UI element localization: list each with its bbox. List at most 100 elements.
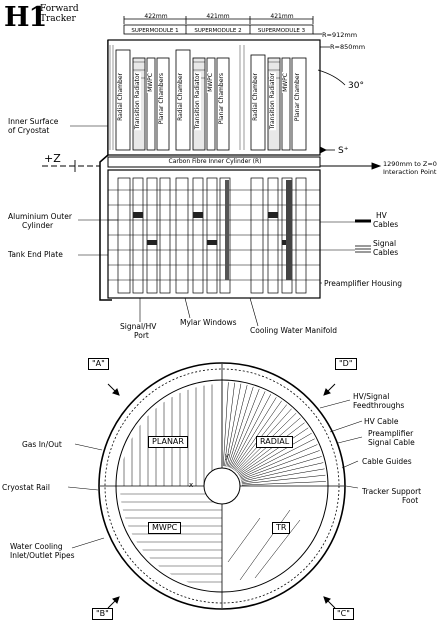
radial-spoke — [241, 456, 322, 481]
title-sub: Forward Tracker — [40, 4, 79, 24]
supermodule-1: SUPERMODULE 1 — [131, 28, 179, 34]
radial-spoke — [241, 462, 324, 482]
radial-spoke — [240, 450, 320, 480]
cross-leader-lines — [67, 399, 363, 549]
cable-symbols — [355, 219, 371, 253]
water-cooling-l2: Inlet/Outlet Pipes — [10, 551, 75, 560]
axis-x-label: x — [189, 481, 194, 489]
title-tracker: Tracker — [40, 14, 76, 24]
corner-c: "C" — [333, 608, 354, 620]
signal-hv-port-l1: Signal/HV — [120, 322, 157, 331]
radial-spoke — [241, 474, 326, 485]
dim-2: 421mm — [206, 13, 230, 20]
radial-spoke — [230, 391, 266, 468]
radial-spoke — [233, 400, 282, 470]
s-plus-label: S⁺ — [338, 146, 349, 156]
radial-spoke — [241, 468, 325, 483]
hv-signal-l2: Feedthroughs — [353, 401, 405, 410]
corner-arrows — [107, 383, 336, 609]
supermodule-3: SUPERMODULE 3 — [257, 28, 306, 34]
chamber-label-1: Radial Chamber — [117, 72, 124, 122]
radial-spoke — [231, 394, 272, 469]
interaction-note-2: Interaction Point — [383, 168, 437, 176]
cross-section-view — [67, 362, 363, 610]
chamber-label-10: Transition Radiator — [269, 72, 276, 131]
z-axis — [42, 160, 382, 172]
chamber-label-7: MWPC — [207, 72, 214, 93]
radial-spoke — [232, 397, 277, 470]
chamber-hatching — [109, 45, 280, 150]
cryostat-rail: Cryostat Rail — [2, 483, 50, 492]
radial-spoke — [239, 433, 312, 477]
radial-spoke — [222, 382, 229, 467]
radial-spoke — [240, 444, 318, 479]
corner-a: "A" — [88, 358, 109, 370]
radial-spoke — [227, 386, 254, 468]
inner-surface-l1: Inner Surface — [8, 117, 59, 126]
dim-3: 421mm — [270, 13, 294, 20]
z-plus-label: +Z — [44, 152, 61, 165]
radial-spoke — [239, 438, 315, 478]
radial-spoke — [241, 481, 326, 486]
radial-label: RADIAL — [256, 436, 294, 448]
radial-spoke — [224, 382, 235, 467]
hv-cables-l2: Cables — [373, 220, 399, 229]
radius-outer: R=912mm — [322, 31, 358, 39]
dim-1: 422mm — [144, 13, 168, 20]
tr-label: TR — [272, 522, 291, 534]
lower-region-detail — [117, 177, 307, 294]
radial-spoke — [238, 427, 309, 476]
tr-quadrant — [227, 509, 301, 581]
tank-end-plate: Tank End Plate — [8, 250, 63, 259]
radial-spoke — [226, 385, 248, 467]
radial-spoke — [228, 388, 260, 468]
gas-in-out: Gas In/Out — [22, 440, 62, 449]
aluminium-l1: Aluminium Outer — [8, 212, 72, 221]
chamber-label-8: Planar Chambers — [218, 72, 225, 126]
mwpc-label: MWPC — [148, 522, 182, 534]
leader-lines — [70, 125, 355, 327]
dark-blocks — [133, 180, 292, 280]
cable-guides: Cable Guides — [362, 457, 412, 466]
preamp-housing: Preamplifier Housing — [324, 279, 403, 288]
radial-spoke — [237, 422, 305, 475]
axis-y-label: y — [225, 452, 230, 460]
lower-region-cross-lines — [108, 189, 320, 281]
signal-cables-l1: Signal — [373, 239, 397, 248]
carbon-cylinder-label: Carbon Fibre Inner Cylinder (R) — [168, 158, 262, 165]
aluminium-l2: Cylinder — [22, 221, 54, 230]
mylar-windows: Mylar Windows — [180, 318, 237, 327]
planar-label: PLANAR — [148, 436, 188, 448]
preamp-signal-l1: Preamplifier — [368, 429, 414, 438]
chamber-blocks — [115, 49, 307, 151]
chamber-label-5: Radial Chamber — [177, 72, 184, 122]
beam-pipe — [203, 467, 241, 505]
title-h1: H1 — [4, 2, 47, 33]
water-cooling-l1: Water Cooling — [10, 542, 63, 551]
hv-signal-l1: HV/Signal — [353, 392, 390, 401]
chamber-label-6: Transition Radiator — [194, 72, 201, 131]
cooling-manifold: Cooling Water Manifold — [250, 326, 338, 335]
angle-label: 30° — [348, 81, 364, 91]
tracker-support-l1: Tracker Support — [362, 487, 422, 496]
radial-spoke — [225, 383, 242, 467]
chamber-label-4: Planar Chambers — [158, 72, 165, 126]
hv-cable: HV Cable — [364, 417, 399, 426]
chamber-label-12: Planar Chamber — [294, 72, 301, 123]
chamber-label-2: Transition Radiator — [134, 72, 141, 131]
carbon-cylinder-band — [107, 156, 321, 168]
signal-cables-l2: Cables — [373, 248, 399, 257]
hv-cables-l1: HV — [376, 211, 387, 220]
radius-inner: R=850mm — [330, 43, 366, 51]
signal-hv-port-l2: Port — [134, 331, 149, 340]
corner-d: "D" — [335, 358, 357, 370]
angle-arrow — [317, 69, 346, 154]
supermodule-2: SUPERMODULE 2 — [194, 28, 242, 34]
corner-b: "B" — [92, 608, 113, 620]
chamber-label-11: MWPC — [282, 72, 289, 93]
interaction-note-1: 1290mm to Z=0 — [383, 160, 437, 168]
tracker-support-l2: Foot — [402, 496, 419, 505]
inner-surface-l2: of Cryostat — [8, 126, 50, 135]
preamp-signal-l2: Signal Cable — [368, 438, 415, 447]
